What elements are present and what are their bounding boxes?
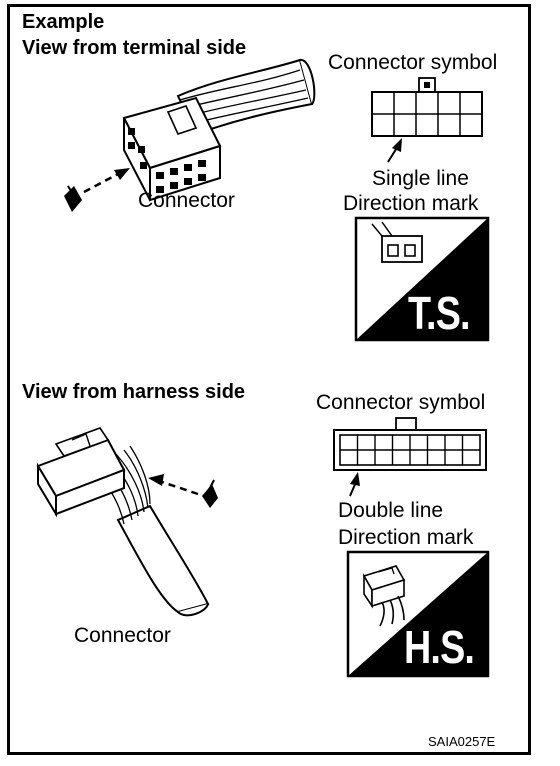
double-line-label: Double line xyxy=(338,499,444,522)
single-line-label: Single line xyxy=(372,167,469,190)
figure-code: SAIA0257E xyxy=(428,734,496,749)
harness-side-symbol-label: Connector symbol xyxy=(316,391,486,414)
harness-side-direction-mark-label: Direction mark xyxy=(338,526,474,549)
terminal-side-direction-mark-label: Direction mark xyxy=(343,192,479,215)
diagram-frame xyxy=(7,4,531,755)
harness-side-heading: View from harness side xyxy=(22,381,246,403)
example-title: Example xyxy=(22,11,105,33)
hs-badge-text: H.S. xyxy=(404,621,475,673)
terminal-side-heading: View from terminal side xyxy=(22,37,247,59)
harness-side-connector-label: Connector xyxy=(74,624,171,647)
ts-badge-text: T.S. xyxy=(408,287,471,339)
terminal-side-connector-label: Connector xyxy=(138,189,235,212)
terminal-side-symbol-label: Connector symbol xyxy=(328,51,498,74)
